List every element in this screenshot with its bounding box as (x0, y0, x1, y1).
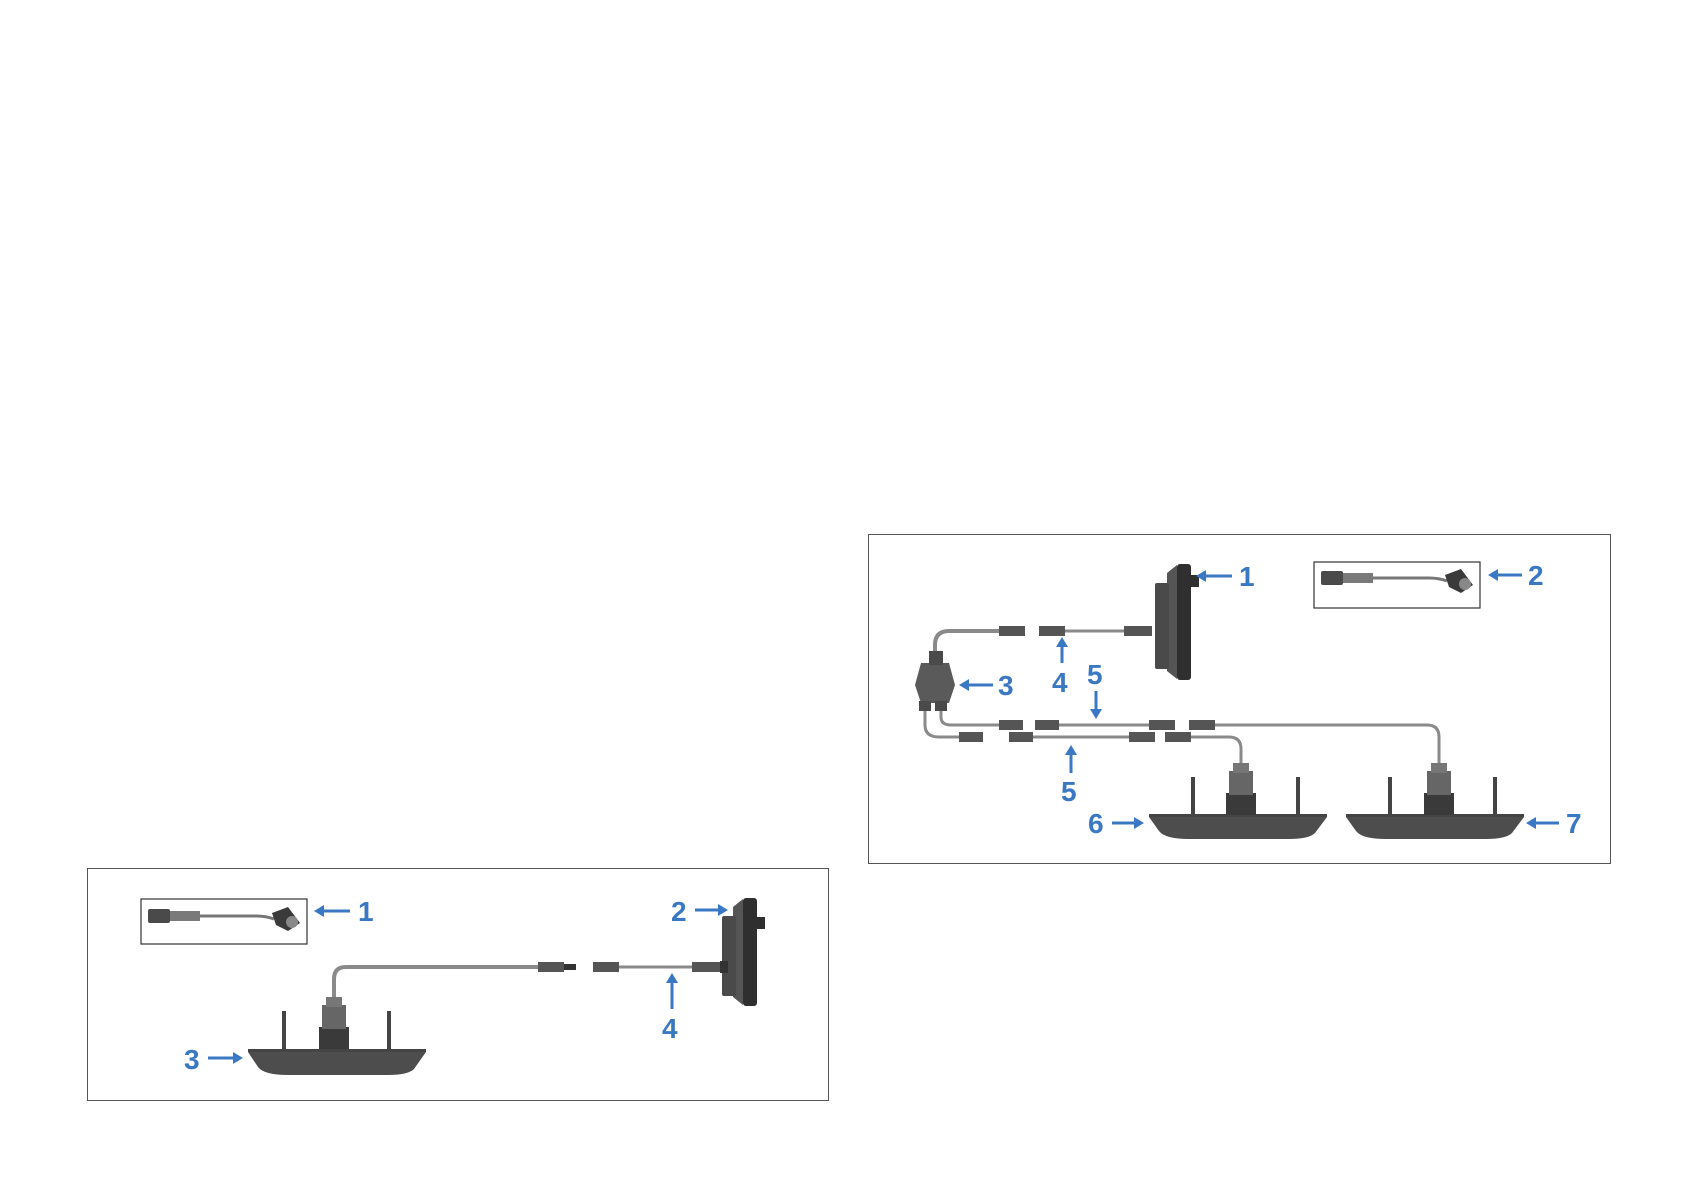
callout-6-arrow (1112, 817, 1144, 829)
callout-label: 4 (662, 1015, 678, 1043)
callout-label: 6 (1088, 810, 1104, 838)
display-unit-icon (1155, 564, 1199, 680)
callout-4-arrow (666, 973, 678, 1009)
extension-cable-icon (925, 711, 1241, 769)
transducer-icon (248, 997, 426, 1075)
callout-label: 3 (998, 672, 1014, 700)
callout-3-arrow (959, 679, 993, 691)
callout-5-arrow (1065, 745, 1077, 773)
callout-2-arrow (695, 904, 728, 916)
callout-4-arrow (1056, 637, 1068, 663)
callout-label: 5 (1087, 661, 1103, 689)
callout-label: 1 (1239, 563, 1255, 591)
transducer-icon (1149, 763, 1327, 839)
callout-1-arrow (1196, 570, 1232, 582)
callout-3-arrow (208, 1052, 243, 1064)
callout-label: 7 (1566, 810, 1582, 838)
adaptor-cable-icon (1314, 562, 1480, 608)
callout-label: 2 (671, 898, 687, 926)
extension-cable-icon (1039, 626, 1152, 636)
callout-label: 1 (358, 898, 374, 926)
single-transducer-diagram: 1 2 3 4 (87, 868, 829, 1101)
callout-5-arrow (1090, 691, 1102, 719)
callout-7-arrow (1526, 817, 1559, 829)
adaptor-cable-icon (141, 899, 307, 944)
callout-label: 2 (1528, 562, 1544, 590)
callout-1-arrow (314, 905, 350, 917)
callout-2-arrow (1488, 569, 1522, 581)
callout-label: 5 (1061, 778, 1077, 806)
dual-transducer-diagram: 1 2 3 4 5 5 6 7 (868, 534, 1611, 864)
callout-label: 4 (1052, 669, 1068, 697)
display-unit-icon (722, 898, 765, 1006)
callout-label: 3 (184, 1046, 200, 1074)
transducer-icon (1346, 763, 1524, 839)
